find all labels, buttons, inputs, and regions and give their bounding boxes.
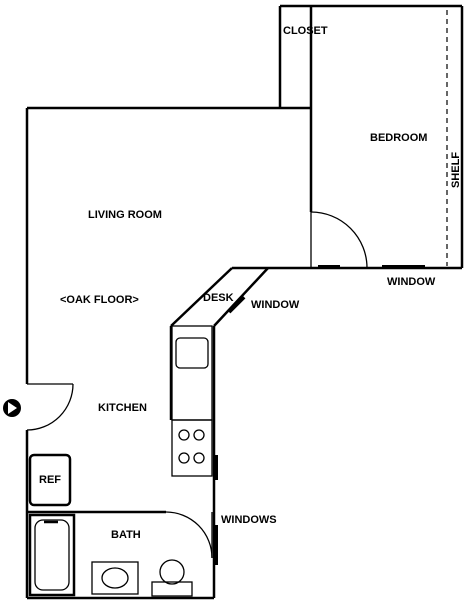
bedroom-window-label: WINDOW (387, 276, 436, 288)
bedroom-door (310, 211, 368, 269)
desk-window-label: WINDOW (251, 299, 300, 311)
bathtub (28, 513, 76, 597)
shelf-label: SHELF (450, 152, 462, 188)
desk-label: DESK (203, 292, 234, 304)
toilet (151, 559, 193, 597)
closet-partition (280, 6, 313, 212)
kitchen-sink (175, 337, 209, 369)
entry-arrow-icon (3, 399, 21, 417)
kitchen-label: KITCHEN (98, 402, 147, 414)
bath-walls (27, 510, 213, 559)
bedroom-label: BEDROOM (370, 132, 427, 144)
entry-door (26, 383, 74, 431)
ref-label: REF (39, 474, 61, 486)
oak-floor-label: <OAK FLOOR> (60, 294, 139, 306)
refrigerator (28, 453, 72, 507)
bath-label: BATH (111, 529, 141, 541)
closet-label: CLOSET (283, 25, 328, 37)
windows-label: WINDOWS (221, 514, 277, 526)
bath-sink (91, 561, 139, 595)
kitchen-counter (171, 325, 213, 477)
living-room-label: LIVING ROOM (88, 209, 162, 221)
windows (214, 265, 425, 565)
stove (171, 419, 213, 477)
desk-window (227, 295, 246, 314)
